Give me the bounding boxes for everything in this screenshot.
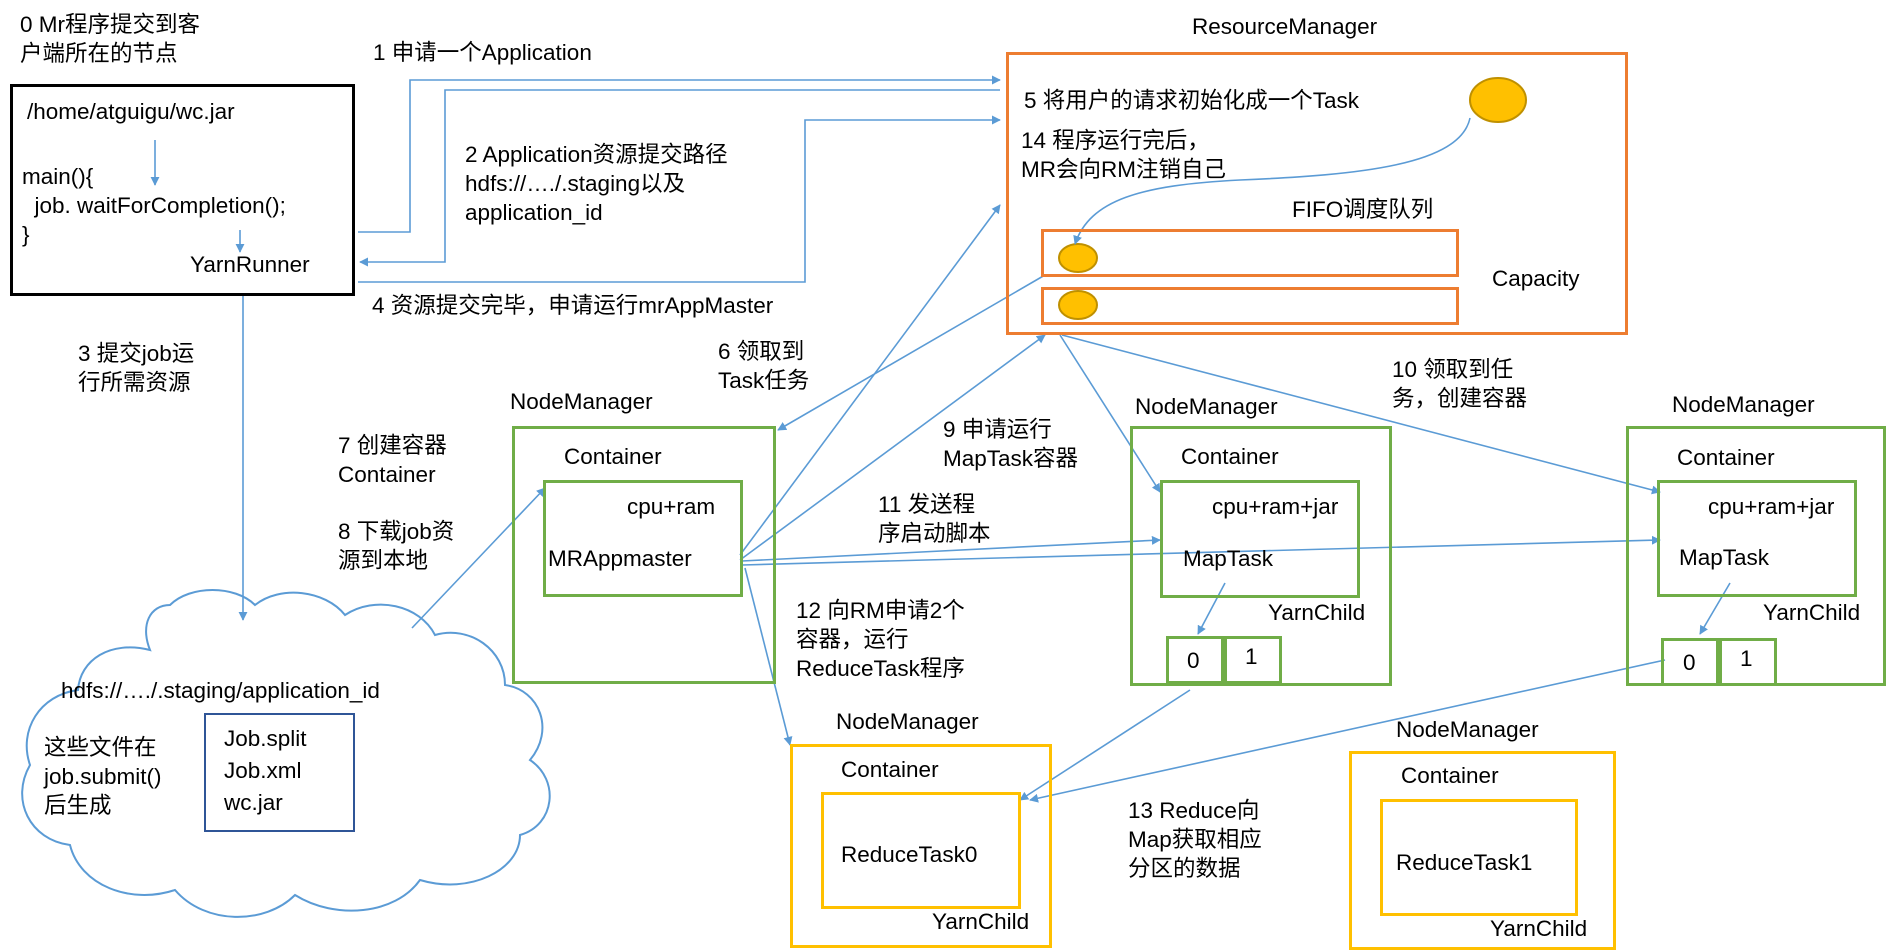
arrow-step13-a bbox=[1019, 689, 1191, 801]
arrow-map1-partition bbox=[1197, 582, 1226, 635]
step10-label: 10 领取到任 务，创建容器 bbox=[1392, 357, 1528, 411]
nm-red0-box bbox=[790, 744, 1052, 948]
nm-red0-title: NodeManager bbox=[836, 709, 979, 734]
step12-label: 12 向RM申请2个 容器，运行 ReduceTask程序 bbox=[796, 598, 965, 681]
nm-red1-container-label: Container bbox=[1401, 763, 1499, 788]
step5-label: 5 将用户的请求初始化成一个Task bbox=[1024, 88, 1360, 113]
step2-label: 2 Application资源提交路径 hdfs://…./.staging以及… bbox=[465, 142, 728, 225]
map1-partition-0 bbox=[1166, 636, 1224, 684]
hdfs-staging-path: hdfs://…./.staging/application_id bbox=[61, 678, 380, 703]
step1-label: 1 申请一个Application bbox=[373, 40, 592, 65]
nm-red0-container-label: Container bbox=[841, 757, 939, 782]
reduce1-task-label: ReduceTask1 bbox=[1396, 850, 1533, 875]
map1-yarnchild-label: YarnChild bbox=[1268, 600, 1366, 625]
step13-label: 13 Reduce向 Map获取相应 分区的数据 bbox=[1128, 798, 1262, 881]
rm-title: ResourceManager bbox=[1192, 14, 1378, 39]
step9-label: 9 申请运行 MapTask容器 bbox=[943, 417, 1079, 471]
fifo-queue-label: FIFO调度队列 bbox=[1292, 197, 1434, 222]
mr-appmaster-label: MRAppmaster bbox=[548, 546, 692, 571]
arrow-step6 bbox=[777, 274, 1046, 431]
nm-mr-box bbox=[512, 426, 776, 684]
nm-map1-box bbox=[1130, 426, 1392, 686]
nm-map1-resources: cpu+ram+jar bbox=[1212, 494, 1339, 519]
map1-partition-1-label: 1 bbox=[1245, 644, 1258, 669]
map2-partition-0-label: 0 bbox=[1683, 650, 1696, 675]
map2-partition-1 bbox=[1719, 638, 1777, 686]
fifo-queue-slot-1 bbox=[1041, 229, 1459, 277]
arrow-step12 bbox=[744, 567, 793, 746]
nm-map1-title: NodeManager bbox=[1135, 394, 1278, 419]
reduce1-container-box bbox=[1380, 799, 1578, 916]
arrow-mr-to-rm bbox=[739, 204, 1001, 556]
step11-label: 11 发送程 序启动脚本 bbox=[878, 492, 991, 546]
nm-map2-container-label: Container bbox=[1677, 445, 1775, 470]
fifo-queue-slot-2 bbox=[1041, 287, 1459, 325]
reduce0-yarnchild-label: YarnChild bbox=[932, 909, 1030, 934]
map1-partition-0-label: 0 bbox=[1187, 648, 1200, 673]
reduce0-task-label: ReduceTask0 bbox=[841, 842, 978, 867]
hdfs-cloud bbox=[21, 589, 551, 918]
arrow-step11-a bbox=[741, 535, 1161, 562]
yarn-runner-label: YarnRunner bbox=[190, 252, 310, 277]
map2-container-box bbox=[1657, 480, 1857, 597]
queue-token-2 bbox=[1058, 290, 1098, 320]
step4-label: 4 资源提交完毕，申请运行mrAppMaster bbox=[372, 293, 774, 318]
reduce0-container-box bbox=[821, 792, 1021, 909]
client-note: 0 Mr程序提交到客 户端所在的节点 bbox=[20, 12, 201, 66]
arrow-step1 bbox=[358, 75, 1001, 233]
arrow-step10-a bbox=[1059, 334, 1161, 493]
job-files-list: Job.split Job.xml wc.jar bbox=[224, 726, 307, 815]
hdfs-files-note: 这些文件在 job.submit() 后生成 bbox=[44, 735, 162, 818]
map2-partition-0 bbox=[1661, 638, 1719, 686]
nm-mr-title: NodeManager bbox=[510, 389, 653, 414]
arrow-step9 bbox=[739, 334, 1046, 561]
nm-map2-title: NodeManager bbox=[1672, 392, 1815, 417]
step6-label: 6 领取到 Task任务 bbox=[718, 339, 810, 393]
client-main-code: main(){ job. waitForCompletion(); } bbox=[22, 164, 286, 247]
arrow-step14 bbox=[1073, 117, 1471, 245]
reduce1-yarnchild-label: YarnChild bbox=[1490, 916, 1588, 941]
nm-mr-container-label: Container bbox=[564, 444, 662, 469]
arrow-step4 bbox=[358, 115, 1001, 283]
arrow-step11-b bbox=[741, 535, 1661, 566]
mr-container-box bbox=[543, 480, 743, 597]
job-files-box bbox=[204, 713, 355, 832]
step3-label: 3 提交job运 行所需资源 bbox=[78, 341, 195, 395]
map2-task-label: MapTask bbox=[1679, 545, 1770, 570]
nm-map2-resources: cpu+ram+jar bbox=[1708, 494, 1835, 519]
map2-yarnchild-label: YarnChild bbox=[1763, 600, 1861, 625]
step7-label: 7 创建容器 Container bbox=[338, 433, 447, 487]
rm-box bbox=[1006, 52, 1628, 335]
client-node-box bbox=[10, 84, 355, 296]
step14-label: 14 程序运行完后， MR会向RM注销自己 bbox=[1021, 128, 1226, 182]
arrow-step2 bbox=[359, 89, 1000, 267]
map2-partition-1-label: 1 bbox=[1740, 646, 1753, 671]
arrow-step10-b bbox=[1061, 334, 1661, 495]
map1-partition-1 bbox=[1224, 636, 1282, 684]
arrow-step8 bbox=[411, 487, 546, 629]
capacity-label: Capacity bbox=[1492, 266, 1580, 291]
map1-container-box bbox=[1160, 480, 1360, 598]
arrow-step13-b bbox=[1029, 659, 1666, 803]
arrow-map2-partition bbox=[1699, 582, 1731, 635]
nm-red1-title: NodeManager bbox=[1396, 717, 1539, 742]
map1-task-label: MapTask bbox=[1183, 546, 1274, 571]
nm-map1-container-label: Container bbox=[1181, 444, 1279, 469]
nm-red1-box bbox=[1349, 751, 1616, 950]
client-jar-path: /home/atguigu/wc.jar bbox=[27, 99, 235, 124]
step8-label: 8 下载job资 源到本地 bbox=[338, 519, 455, 573]
rm-task-token bbox=[1469, 77, 1527, 123]
nm-mr-resources: cpu+ram bbox=[627, 494, 716, 519]
